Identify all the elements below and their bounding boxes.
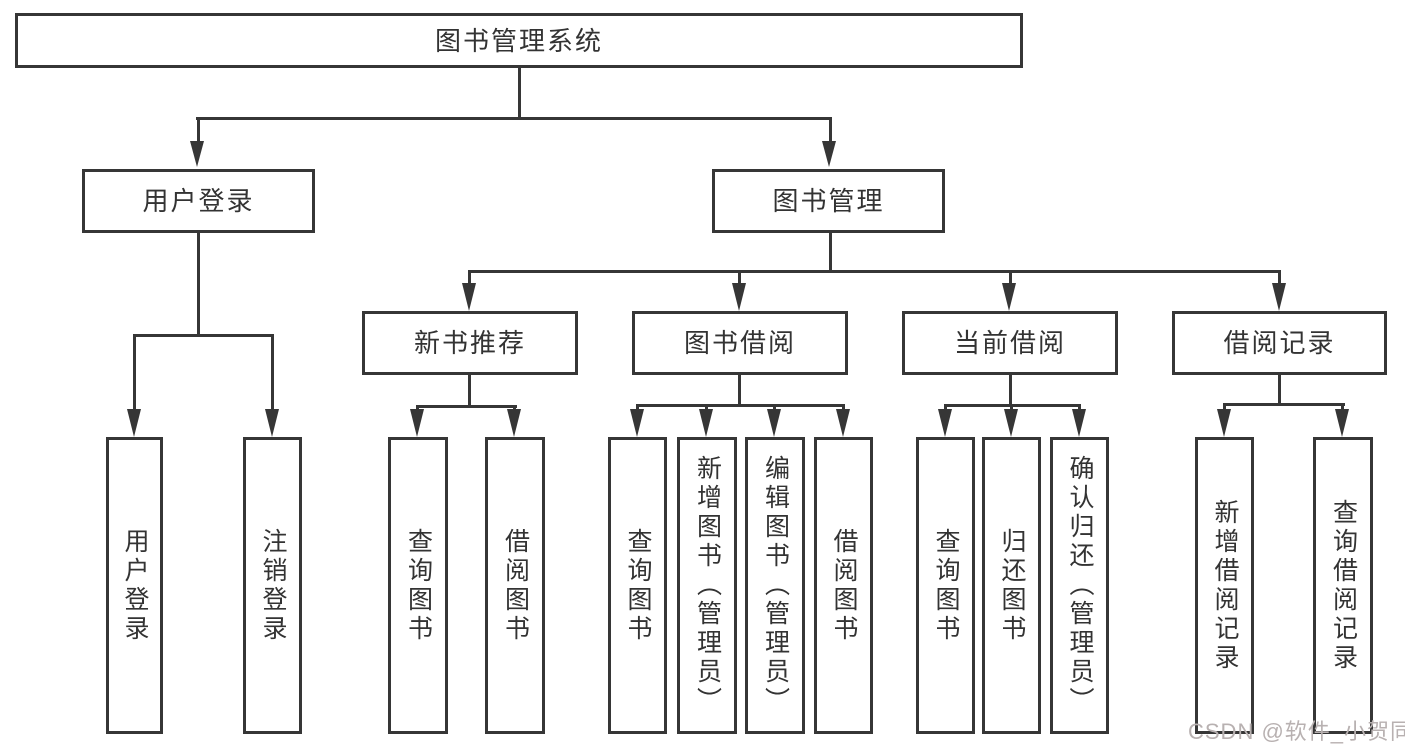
node-user-login-label: 用户登录 xyxy=(142,186,255,216)
arrowhead-icon xyxy=(1072,409,1086,437)
leaf-logout-label: 注销登录 xyxy=(259,527,287,644)
arrowhead-icon xyxy=(767,409,781,437)
csdn-watermark: CSDN @软件_小贺同学 xyxy=(1188,719,1405,744)
arrowhead-icon xyxy=(732,283,746,311)
connector-line xyxy=(1223,403,1345,406)
arrowhead-icon xyxy=(462,283,476,311)
connector-line xyxy=(1010,404,1013,413)
leaf-confirm-return-admin-label: 确认归还（管理员） xyxy=(1066,455,1094,716)
connector-line xyxy=(197,117,200,143)
connector-line xyxy=(738,375,741,407)
arrowhead-icon xyxy=(127,409,141,437)
node-current-borrow-label: 当前借阅 xyxy=(953,328,1066,358)
leaf-borrow-books-label: 借阅图书 xyxy=(830,527,858,644)
arrowhead-icon xyxy=(265,409,279,437)
connector-line xyxy=(468,270,471,285)
leaf-query-books-current-label: 查询图书 xyxy=(932,527,960,644)
node-user-login: 用户登录 xyxy=(82,169,315,233)
arrowhead-icon xyxy=(1217,409,1231,437)
node-book-borrow-label: 图书借阅 xyxy=(683,328,796,358)
leaf-borrow-books-recommend: 借阅图书 xyxy=(485,437,545,734)
arrowhead-icon xyxy=(1002,283,1016,311)
leaf-query-books-recommend-label: 查询图书 xyxy=(404,527,433,644)
arrowhead-icon xyxy=(938,409,952,437)
connector-line xyxy=(133,334,274,337)
arrowhead-icon xyxy=(822,141,836,167)
connector-line xyxy=(518,68,521,119)
leaf-query-books-borrow: 查询图书 xyxy=(608,437,667,734)
leaf-add-borrow-record-label: 新增借阅记录 xyxy=(1211,498,1239,673)
leaf-query-books-borrow-label: 查询图书 xyxy=(624,527,652,644)
connector-line xyxy=(738,270,741,285)
leaf-user-login-label: 用户登录 xyxy=(121,527,149,644)
arrowhead-icon xyxy=(410,409,424,437)
leaf-borrow-books-recommend-label: 借阅图书 xyxy=(501,527,530,644)
connector-line xyxy=(1278,375,1281,406)
leaf-return-books-label: 归还图书 xyxy=(998,527,1026,644)
connector-line xyxy=(197,233,200,337)
connector-line xyxy=(829,233,832,272)
leaf-query-books-recommend: 查询图书 xyxy=(388,437,448,734)
arrowhead-icon xyxy=(1335,409,1349,437)
node-book-management: 图书管理 xyxy=(712,169,945,233)
connector-line xyxy=(944,404,947,413)
arrowhead-icon xyxy=(1004,409,1018,437)
leaf-query-books-current: 查询图书 xyxy=(916,437,975,734)
node-new-book-recommend-label: 新书推荐 xyxy=(413,328,526,358)
node-library-system: 图书管理系统 xyxy=(15,13,1023,68)
connector-line xyxy=(416,405,517,408)
node-new-book-recommend: 新书推荐 xyxy=(362,311,578,375)
arrowhead-icon xyxy=(1272,283,1286,311)
connector-line xyxy=(1223,403,1226,413)
connector-line xyxy=(196,117,832,120)
connector-line xyxy=(636,404,845,407)
connector-line xyxy=(468,375,471,408)
arrowhead-icon xyxy=(699,409,713,437)
leaf-add-books-admin-label: 新增图书（管理员） xyxy=(693,455,722,716)
node-book-borrow: 图书借阅 xyxy=(632,311,848,375)
leaf-edit-books-admin: 编辑图书（管理员） xyxy=(745,437,805,734)
arrowhead-icon xyxy=(836,409,850,437)
connector-line xyxy=(842,404,845,413)
node-current-borrow: 当前借阅 xyxy=(902,311,1118,375)
connector-line xyxy=(773,404,776,413)
node-library-system-label: 图书管理系统 xyxy=(434,25,603,56)
connector-line xyxy=(468,270,1281,273)
arrowhead-icon xyxy=(190,141,204,167)
leaf-add-books-admin: 新增图书（管理员） xyxy=(677,437,737,734)
leaf-confirm-return-admin: 确认归还（管理员） xyxy=(1050,437,1109,734)
leaf-user-login: 用户登录 xyxy=(106,437,163,734)
leaf-logout: 注销登录 xyxy=(243,437,302,734)
arrowhead-icon xyxy=(630,409,644,437)
leaf-return-books: 归还图书 xyxy=(982,437,1041,734)
connector-line xyxy=(1278,270,1281,285)
leaf-query-borrow-record: 查询借阅记录 xyxy=(1313,437,1373,734)
leaf-add-borrow-record: 新增借阅记录 xyxy=(1195,437,1254,734)
connector-line xyxy=(1341,403,1344,413)
node-borrow-records: 借阅记录 xyxy=(1172,311,1387,375)
connector-line xyxy=(1078,404,1081,413)
connector-line xyxy=(829,117,832,143)
node-borrow-records-label: 借阅记录 xyxy=(1223,328,1336,358)
connector-line xyxy=(705,404,708,413)
leaf-borrow-books: 借阅图书 xyxy=(814,437,873,734)
leaf-query-borrow-record-label: 查询借阅记录 xyxy=(1329,498,1358,673)
connector-line xyxy=(133,334,136,410)
connector-line xyxy=(636,404,639,413)
connector-line xyxy=(1009,270,1012,285)
node-book-management-label: 图书管理 xyxy=(772,186,885,216)
arrowhead-icon xyxy=(507,409,521,437)
connector-line xyxy=(271,334,274,410)
leaf-edit-books-admin-label: 编辑图书（管理员） xyxy=(761,455,790,716)
connector-line xyxy=(1009,375,1012,407)
